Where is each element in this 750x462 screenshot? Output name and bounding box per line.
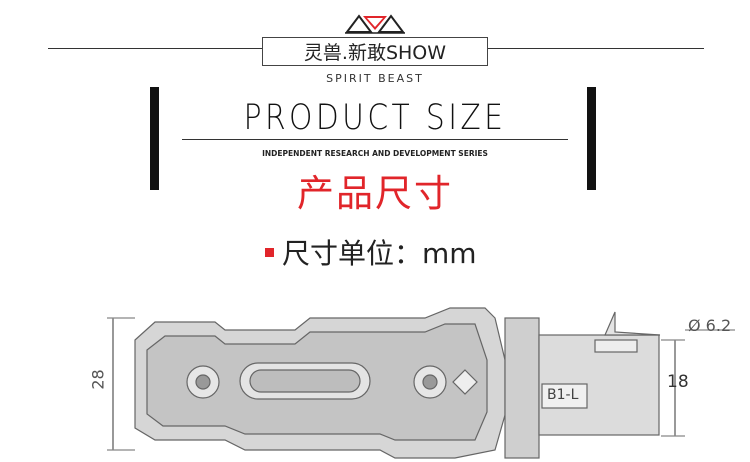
- header-rule-left: [48, 48, 262, 49]
- height-dimension-label: 28: [88, 369, 108, 390]
- brand-box: 灵兽.新敢SHOW: [262, 37, 488, 66]
- product-drawing: [107, 307, 735, 459]
- title-underline: [182, 139, 568, 140]
- brand-logo-icon: [345, 14, 405, 34]
- brand-subtitle: SPIRIT BEAST: [326, 72, 424, 85]
- width-dimension-label: 18: [667, 372, 689, 392]
- cn-section-title: 产品尺寸: [297, 172, 453, 215]
- unit-line: 尺寸单位：mm: [265, 232, 477, 272]
- left-bracket-bar: [150, 87, 159, 190]
- part-label: B1-L: [547, 387, 579, 403]
- brand-text: 灵兽.新敢SHOW: [303, 42, 447, 64]
- unit-text: 尺寸单位：mm: [282, 237, 477, 270]
- unit-bullet-icon: [265, 247, 274, 257]
- diameter-dimension-label: Ø 6.2: [688, 316, 732, 335]
- header-rule-right: [488, 48, 704, 49]
- right-bracket-bar: [587, 87, 596, 190]
- series-text: INDEPENDENT RESEARCH AND DEVELOPMENT SER…: [262, 149, 488, 158]
- section-title: PRODUCT SIZE: [243, 98, 507, 138]
